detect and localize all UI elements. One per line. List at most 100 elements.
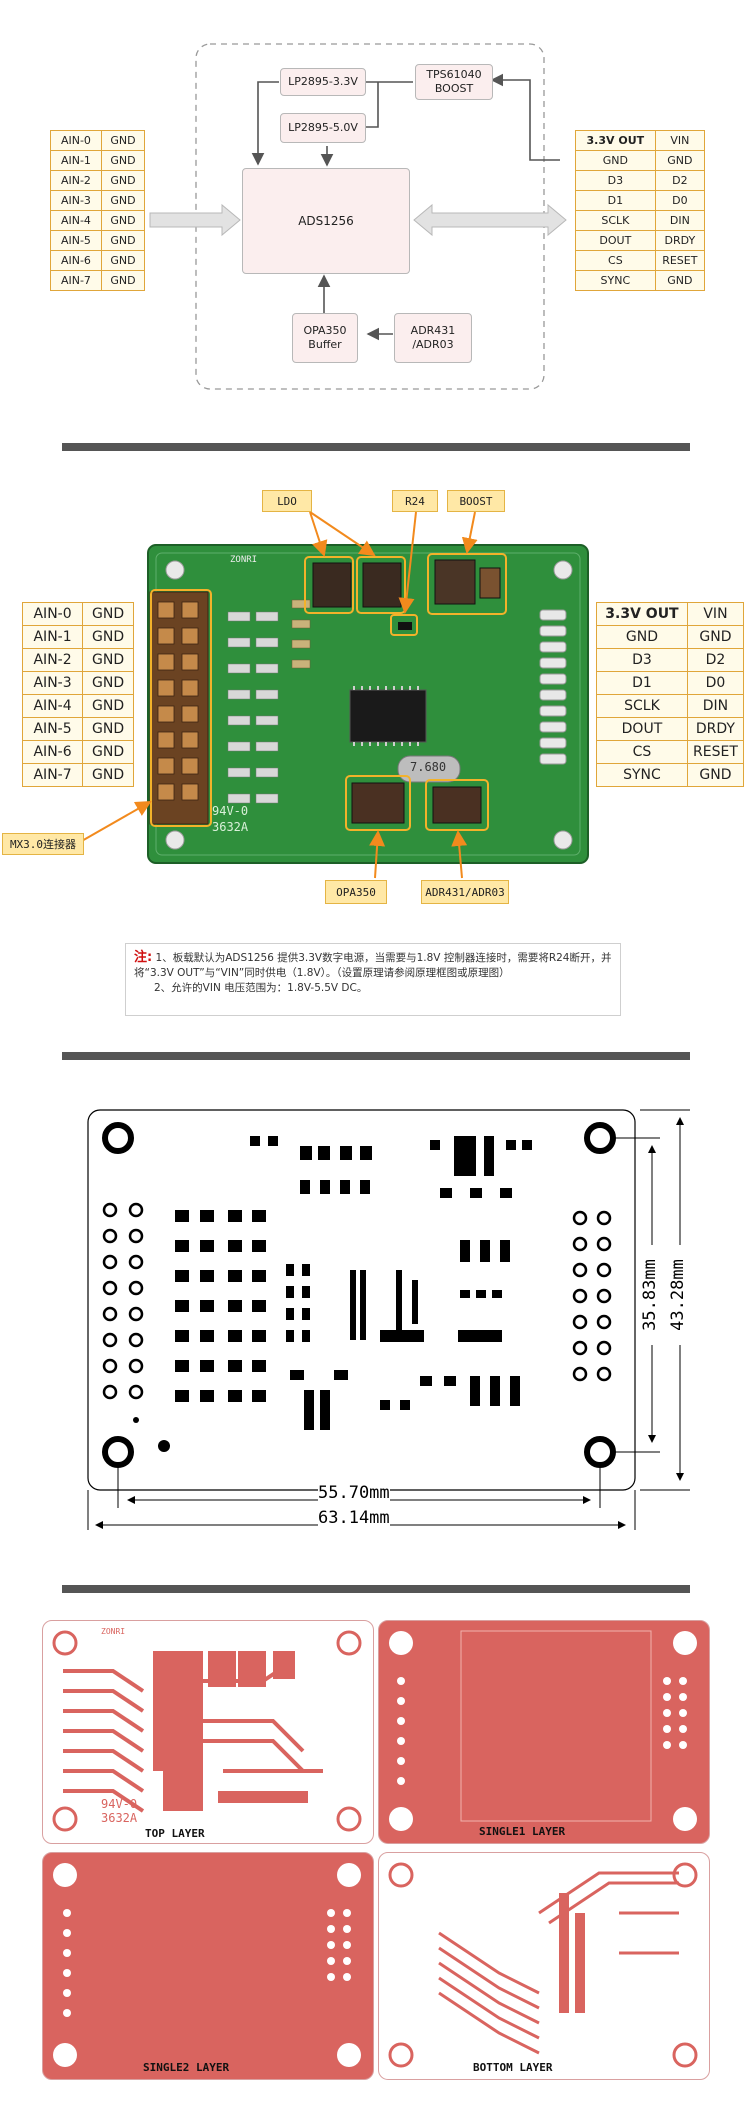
- digital-pin-diagram-pin: DOUT: [575, 230, 656, 251]
- analog-pin-photo-pin: GND: [82, 763, 134, 787]
- digital-pin-photo-pin: GND: [686, 625, 745, 649]
- opa350-block: OPA350 Buffer: [292, 313, 358, 363]
- digital-pin-diagram-pin: 3.3V OUT: [575, 130, 656, 151]
- digital-pin-photo-pin: SCLK: [596, 694, 688, 718]
- analog-pin-photo-pin: GND: [82, 602, 134, 626]
- digital-pin-diagram-pin: GND: [654, 150, 706, 171]
- note-label: 注:: [134, 950, 153, 965]
- bottom-layer-art: [388, 1862, 698, 2068]
- analog-pin-photo-pin: GND: [82, 671, 134, 695]
- analog-pin-diagram-pin: AIN-6: [50, 250, 102, 271]
- callout-boost-text: BOOST: [459, 494, 493, 508]
- analog-pin-diagram-pin: AIN-3: [50, 190, 102, 211]
- top-layer-panel: ZONRI 94V-0 3632A TOP LAYER: [42, 1620, 374, 1844]
- lp2895-3v3-label: LP2895-3.3V: [288, 75, 358, 88]
- dimension-outer-height: 43.28mm: [668, 1245, 688, 1345]
- block-diagram: LP2895-3.3V TPS61040 BOOST LP2895-5.0V A…: [0, 0, 750, 420]
- analog-pin-diagram-pin: GND: [100, 130, 146, 151]
- digital-pin-photo-pin: GND: [596, 625, 688, 649]
- board-photo: [79, 511, 589, 879]
- callout-r24: R24: [392, 490, 438, 512]
- digital-pin-diagram-pin: GND: [654, 270, 706, 291]
- digital-pin-diagram-pin: CS: [575, 250, 656, 271]
- bottom-layer-label: BOTTOM LAYER: [473, 2061, 553, 2074]
- single2-layer-label: SINGLE2 LAYER: [143, 2061, 230, 2074]
- dimension-outer-width: 63.14mm: [318, 1508, 390, 1528]
- analog-pin-diagram-pin: GND: [100, 190, 146, 211]
- reference-block: ADR431 /ADR03: [394, 313, 472, 363]
- adr431-chip: [432, 786, 482, 824]
- callout-ldo: LDO: [262, 490, 312, 512]
- bottom-layer-panel: BOTTOM LAYER: [378, 1852, 710, 2080]
- digital-pin-photo-pin: VIN: [686, 602, 745, 626]
- ads1256-label: ADS1256: [298, 214, 354, 228]
- callout-r24-text: R24: [405, 494, 425, 508]
- analog-pin-photo-pin: AIN-0: [21, 602, 84, 626]
- callout-opa350: OPA350: [325, 880, 387, 904]
- dimension-drawing: 55.70mm 63.14mm 35.83mm 43.28mm: [0, 1080, 750, 1540]
- lp2895-3v3-block: LP2895-3.3V: [280, 68, 366, 96]
- digital-pin-diagram-pin: SYNC: [575, 270, 656, 291]
- single2-layer-art: [53, 1863, 361, 2067]
- boost-block: TPS61040 BOOST: [415, 64, 493, 100]
- top-layer-brand: ZONRI: [101, 1627, 126, 1636]
- dimension-inner-height: 35.83mm: [640, 1245, 660, 1345]
- ldo-chip-2: [362, 562, 402, 608]
- digital-pin-diagram-pin: D3: [575, 170, 656, 191]
- mounting-holes: [165, 560, 573, 850]
- single1-layer-panel: SINGLE1 LAYER: [378, 1620, 710, 1844]
- boost-label-line2: BOOST: [434, 82, 474, 95]
- ads1256-chip: [349, 689, 427, 743]
- analog-pin-diagram-pin: AIN-4: [50, 210, 102, 231]
- analog-pin-photo-pin: AIN-3: [21, 671, 84, 695]
- digital-bus-arrow: [413, 203, 567, 237]
- callout-boost: BOOST: [447, 490, 505, 512]
- analog-pin-photo-pin: GND: [82, 740, 134, 764]
- section-divider-1: [62, 443, 690, 451]
- digital-pin-diagram-pin: GND: [575, 150, 656, 171]
- digital-pin-photo-pin: CS: [596, 740, 688, 764]
- digital-pin-photo-pin: DRDY: [686, 717, 745, 741]
- analog-pin-diagram-pin: AIN-7: [50, 270, 102, 291]
- digital-pin-photo-pin: DIN: [686, 694, 745, 718]
- note-line1: 1、板载默认为ADS1256 提供3.3V数字电源，当需要与1.8V 控制器连接…: [134, 952, 612, 979]
- analog-pin-photo-pin: AIN-1: [21, 625, 84, 649]
- analog-pin-photo-pin: AIN-5: [21, 717, 84, 741]
- digital-pin-diagram-pin: RESET: [654, 250, 706, 271]
- dimension-outline: [87, 1109, 690, 1530]
- analog-pin-photo-pin: AIN-4: [21, 694, 84, 718]
- r24-resistor: [398, 622, 412, 630]
- digital-pin-diagram-pin: DRDY: [654, 230, 706, 251]
- note-box: 注: 1、板载默认为ADS1256 提供3.3V数字电源，当需要与1.8V 控制…: [125, 943, 621, 1016]
- analog-pin-diagram-pin: GND: [100, 230, 146, 251]
- opa350-label-line1: OPA350: [303, 324, 347, 337]
- callout-mx-connector-text: MX3.0连接器: [9, 838, 77, 851]
- digital-pin-diagram-pin: D0: [654, 190, 706, 211]
- analog-pin-diagram-pin: AIN-5: [50, 230, 102, 251]
- analog-pin-diagram-pin: GND: [100, 270, 146, 291]
- lp2895-5v0-block: LP2895-5.0V: [280, 113, 366, 143]
